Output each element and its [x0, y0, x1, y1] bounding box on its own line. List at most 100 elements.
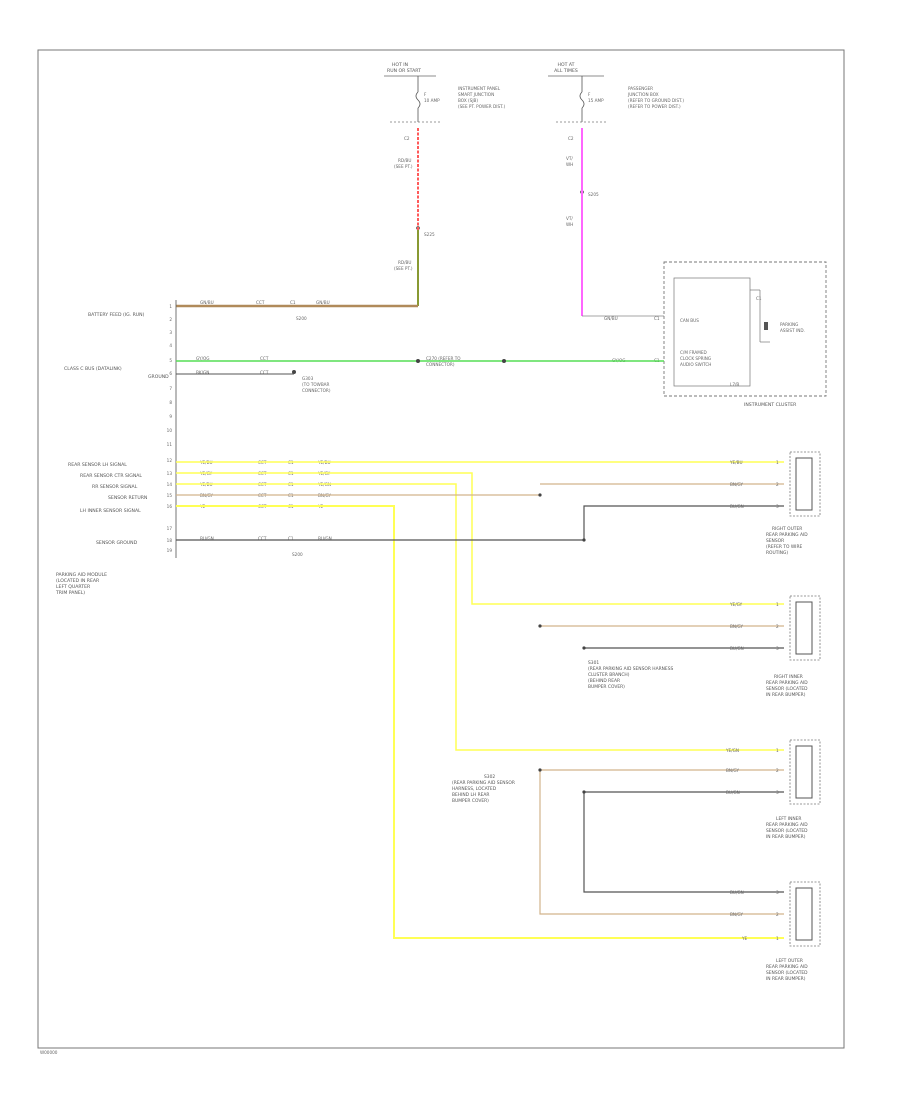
note-ri-line1: S301 — [588, 660, 599, 666]
module-pin-number: 18 — [167, 538, 173, 543]
ground-wire-cct: CCT — [258, 536, 267, 541]
sensor-lo-name-1: LEFT OUTER — [776, 958, 803, 964]
module-pin-number: 13 — [167, 471, 173, 476]
wire-li-return — [539, 770, 784, 915]
sensor-ri-name-3: SENSOR (LOCATED — [766, 686, 808, 692]
sensor-ro-pin-1: 1 — [776, 460, 779, 465]
sensor-ro-wire-mid: BN/GY — [730, 482, 743, 487]
can-splice-dot — [416, 359, 420, 363]
fuse2-desc-2: JUNCTION BOX — [627, 92, 659, 97]
module-sensor-label-1: REAR SENSOR LH SIGNAL — [68, 462, 127, 468]
sensor-ri-wire-mid: BN/GY — [730, 624, 743, 629]
sensor-li-pin-3: 3 — [776, 790, 779, 795]
module-name-line4: TRIM PANEL) — [55, 590, 85, 596]
fuse2-desc-4: (REFER TO POWER DIST.) — [628, 104, 681, 109]
fuse2-symbol-icon — [579, 91, 585, 109]
wire-lo-signal — [176, 505, 784, 939]
module-pin-number: 1 — [169, 304, 172, 309]
module-sensor-label-3: RR SENSOR SIGNAL — [92, 484, 138, 490]
sensor-li-name-3: SENSOR (LOCATED — [766, 828, 808, 834]
fuse1-wire2-color: RD/BU — [398, 260, 411, 265]
sensor-ro-name-3: SENSOR — [766, 538, 784, 544]
cluster-input-1: CAN BUS — [680, 318, 699, 323]
note-ri-line5: BUMPER COVER) — [588, 684, 625, 690]
cluster-wire-1: GN/BU — [604, 316, 618, 321]
note-li-line2: (REAR PARKING AID SENSOR — [452, 780, 515, 786]
sensor-li-name-2: REAR PARKING AID — [766, 822, 808, 828]
wire-ri-signal — [176, 472, 784, 605]
sensor-lo-wire-top: BU/GN — [730, 890, 744, 895]
module-pin-number: 9 — [169, 414, 172, 419]
ground-point-desc-1: (TO TOWBAR — [302, 382, 330, 387]
module-can-wire: GY/OG — [196, 356, 210, 361]
sensor-right-outer: YE/BU BN/GY BU/GN 1 2 3 RIGHT OUTER REAR… — [729, 451, 821, 556]
fuse2-desc-1: PASSENGER — [628, 86, 653, 91]
ground-point-desc-2: CONNECTOR) — [302, 388, 331, 393]
note-li-line5: BUMPER COVER) — [452, 798, 489, 804]
module-pin-number: 15 — [167, 493, 173, 498]
ground-point-label: G303 — [302, 376, 314, 381]
cluster-input-2-line1: C/M FRAMED — [680, 350, 707, 355]
note-ri-line4: (BEHIND REAR — [588, 678, 620, 684]
can-splice-label: C270 (REFER TO — [426, 356, 461, 361]
sensor-li-pin-2: 2 — [776, 768, 779, 773]
note-li-line3: HARNESS, LOCATED — [452, 786, 497, 792]
module-power-wire-2: GN/BU — [316, 300, 330, 305]
sensor-ri-name-4: IN REAR BUMPER) — [766, 692, 806, 698]
ground-wire-color: BU/GN — [200, 536, 214, 541]
module-pin-number: 17 — [167, 526, 173, 531]
sensor-ro-wire-top: YE/BU — [729, 460, 743, 465]
fuse2-wire1-color: VT/ — [566, 156, 573, 161]
fuse-hot-at-all: HOT AT ALL TIMES F 15 AMP PASSENGER JUNC… — [548, 62, 684, 227]
module-name-line1: PARKING AID MODULE — [56, 572, 107, 578]
fuse2-label: F — [588, 92, 591, 97]
fuse1-desc-3: BOX (SJB) — [458, 98, 478, 103]
note-ri-line3: CLUSTER BRANCH) — [588, 672, 630, 678]
page-code: W00000 — [40, 1050, 58, 1055]
sensor-lo-pin-2: 2 — [776, 912, 779, 917]
sensor-ri-pin-1: 1 — [776, 602, 779, 607]
sensor-right-inner: YE/GY BN/GY BU/GN 1 2 3 RIGHT INNER REAR… — [729, 595, 821, 698]
cluster-output-line2: ASSIST IND. — [780, 328, 805, 333]
fuse2-wire2-color: VT/ — [566, 216, 573, 221]
module-pin-numbers: 1 2 3 4 5 6 7 8 9 10 11 12 13 14 15 16 1… — [167, 304, 173, 553]
module-power-pin: C1 — [290, 300, 296, 305]
module-pin-number: 14 — [167, 482, 173, 487]
sensor-ri-wire-top: YE/GY — [729, 602, 743, 607]
module-gnd-cct: CCT — [260, 370, 269, 375]
ground-splice-bottom: S200 — [292, 552, 303, 557]
can-splice-dot-2 — [502, 359, 506, 363]
fuse1-title-line2: RUN OR START — [387, 68, 421, 74]
sensor-lo-wire-mid: BN/GY — [730, 912, 743, 917]
module-pin-number: 11 — [167, 442, 173, 447]
wire-li-signal — [176, 483, 784, 751]
module-ground-label: GROUND — [148, 374, 169, 380]
sensor-lo-name-3: SENSOR (LOCATED — [766, 970, 808, 976]
module-pin-number: 7 — [169, 386, 172, 391]
cluster-pin-1: C1 — [756, 296, 762, 301]
fuse1-wire1-color: RD/BU — [398, 158, 411, 163]
module-pin-number: 8 — [169, 400, 172, 405]
module-name-line3: LEFT QUARTER — [56, 584, 91, 590]
sensor-ri-name-2: REAR PARKING AID — [766, 680, 808, 686]
wire-li-ground — [583, 792, 784, 893]
module-name-line2: (LOCATED IN REAR — [56, 578, 100, 584]
module-pin-number: 16 — [167, 504, 173, 509]
module-pin-number: 4 — [169, 343, 172, 348]
cluster-input-2-line2: CLOCK SPRING — [680, 356, 711, 361]
sensor-lo-name-4: IN REAR BUMPER) — [766, 976, 806, 982]
cluster-output-line1: PARKING — [780, 322, 798, 327]
sensor-ri-wire-bot: BU/GN — [730, 646, 744, 651]
cluster-pin-2: C1 — [654, 316, 660, 321]
module-pin-number: 3 — [169, 330, 172, 335]
module-sensor-label-5: LH INNER SENSOR SIGNAL — [80, 508, 141, 514]
sensor-li-wire-top: YE/GN — [725, 748, 739, 753]
note-li-line1: S302 — [484, 774, 495, 780]
sensor-ri-pin-2: 2 — [776, 624, 779, 629]
sensor-li-name-4: IN REAR BUMPER) — [766, 834, 806, 840]
fuse1-desc-4: (SEE PT. POWER DIST.) — [458, 104, 506, 109]
wire-ro-ground — [176, 505, 784, 541]
fuse1-splice: S225 — [424, 232, 435, 237]
sensor-left-inner: YE/GN BN/GY BU/GN 1 2 3 LEFT INNER REAR … — [725, 739, 821, 840]
